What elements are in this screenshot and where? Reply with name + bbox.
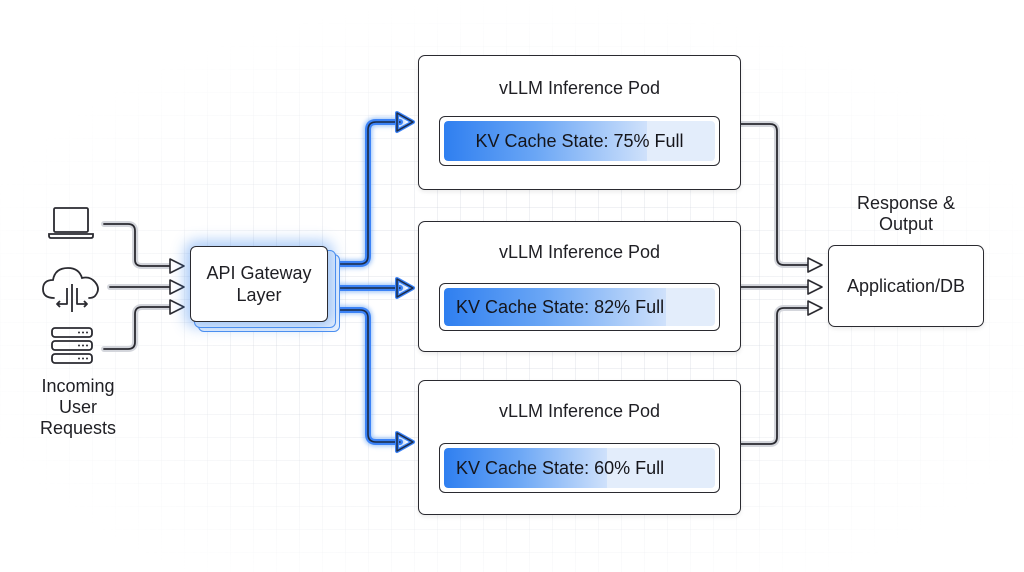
pod-title: vLLM Inference Pod [498,242,661,262]
application-db-node[interactable]: Application/DB [828,245,984,327]
output-heading-line: Response & [856,193,956,213]
pod-title: vLLM Inference Pod [498,401,661,421]
sources-label-line: Requests [39,418,117,438]
source-connectors [101,221,185,352]
connector-pod-3-to-output [740,307,813,445]
sources-label-line: Incoming [41,376,115,396]
kv-cache-fill [444,448,607,488]
api-gateway-node[interactable]: API Gateway Layer [190,246,328,322]
arrowhead [807,257,823,273]
kv-cache-track: KV Cache State: 60% Full [444,448,715,488]
connector-gateway-to-pod-3 [337,309,401,443]
inference-pod-1[interactable]: vLLM Inference Pod KV Cache State: 75% F… [418,55,741,190]
kv-cache-fill [444,288,667,326]
arrowhead [396,278,414,298]
connector-gateway-to-pod-1 [337,121,401,265]
kv-cache-label: KV Cache State: 82% Full [456,296,665,317]
server-stack-icon [51,327,93,364]
kv-cache-meter: KV Cache State: 60% Full [439,443,720,493]
kv-cache-fill [444,121,648,161]
arrowhead [169,279,185,295]
kv-cache-track: KV Cache State: 82% Full [444,288,715,326]
gateway-label-line: API Gateway [206,263,312,283]
arrowhead [807,300,823,316]
pod-to-output-connectors [738,121,823,447]
arrowhead [396,112,414,132]
arrowhead [169,299,185,315]
inference-pod-3[interactable]: vLLM Inference Pod KV Cache State: 60% F… [418,380,741,515]
pod-title: vLLM Inference Pod [498,78,661,98]
arrowhead [396,432,414,452]
application-db-label: Application/DB [846,275,966,296]
kv-cache-label: KV Cache State: 60% Full [456,457,665,478]
sources-label: Incoming User Requests [20,376,136,439]
output-heading: Response & Output [836,193,976,235]
sources-label-line: User [58,397,97,417]
kv-cache-meter: KV Cache State: 82% Full [439,283,720,331]
arrowhead [169,258,185,274]
kv-cache-label: KV Cache State: 75% Full [475,130,684,151]
connector-server-to-gateway [103,306,173,350]
output-heading-line: Output [878,214,934,234]
kv-cache-meter: KV Cache State: 75% Full [439,116,720,166]
gateway-label-line: Layer [236,285,282,305]
arrowhead [807,279,823,295]
connector-pod-1-to-output [740,123,813,266]
kv-cache-track: KV Cache State: 75% Full [444,121,715,161]
laptop-icon [48,207,94,239]
cloud-transfer-icon [42,267,99,312]
inference-pod-2[interactable]: vLLM Inference Pod KV Cache State: 82% F… [418,221,741,352]
gateway-to-pod-connectors [333,111,415,453]
connector-laptop-to-gateway [103,223,173,267]
